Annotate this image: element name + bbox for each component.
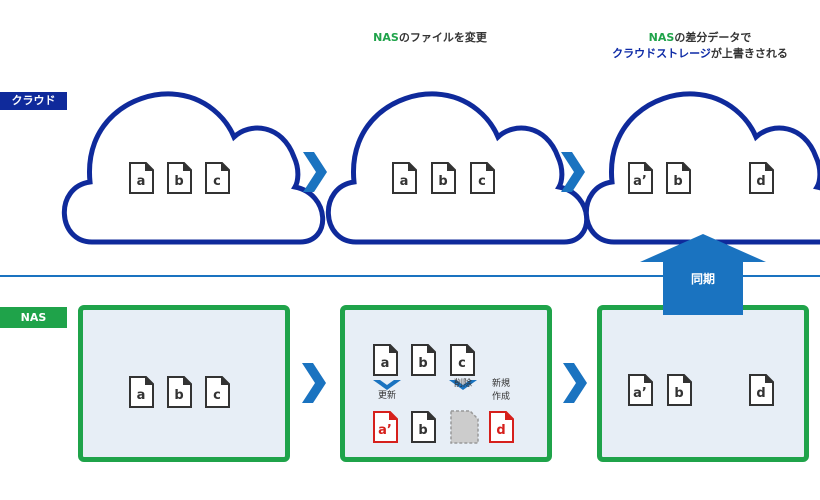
file-label: c <box>213 174 221 189</box>
file-icon: a’ <box>627 374 653 406</box>
file-label: a’ <box>633 174 647 189</box>
caption-step2: NASのファイルを変更 <box>373 31 487 44</box>
file-icon: a’ <box>372 411 398 443</box>
file-label: a <box>136 388 146 403</box>
sync-arrow-icon <box>640 234 766 315</box>
file-icon: c <box>449 344 475 376</box>
file-label: b <box>174 388 184 403</box>
file-label: c <box>213 388 221 403</box>
op-create-label: 新規作成 <box>491 379 510 402</box>
op-delete-label: 削除 <box>453 379 472 389</box>
sync-label: 同期 <box>690 272 715 286</box>
file-label: b <box>673 174 683 189</box>
file-icon: d <box>488 411 514 443</box>
divider-line <box>0 275 820 277</box>
chevron-down-icon <box>449 380 477 390</box>
file-icon: b <box>666 374 692 406</box>
clouds-layer <box>0 0 820 260</box>
file-icon: b <box>166 376 192 408</box>
deleted-file-icon <box>450 410 479 444</box>
file-icon: b <box>430 162 456 194</box>
chevron-right-icon <box>563 363 587 403</box>
file-label: c <box>478 174 486 189</box>
file-label: a <box>399 174 409 189</box>
file-icon: a <box>391 162 417 194</box>
file-icon: c <box>204 162 230 194</box>
cloud-row-label: クラウド <box>0 92 67 110</box>
file-label: c <box>458 356 466 371</box>
file-label: d <box>756 174 766 189</box>
file-icon: c <box>469 162 495 194</box>
file-icon: d <box>748 374 774 406</box>
file-icon: a <box>128 376 154 408</box>
file-label: b <box>418 423 428 438</box>
chevron-right-icon <box>561 152 585 192</box>
file-icon: d <box>748 162 774 194</box>
file-label: a’ <box>633 386 647 401</box>
file-label: b <box>174 174 184 189</box>
file-label: b <box>438 174 448 189</box>
file-icon: b <box>410 344 436 376</box>
file-icon: c <box>204 376 230 408</box>
file-label: a’ <box>378 423 392 438</box>
file-label: d <box>496 423 506 438</box>
caption-step3: NASの差分データで クラウドストレージが上書きされる <box>612 31 788 60</box>
file-icon: b <box>410 411 436 443</box>
chevron-right-icon <box>302 363 326 403</box>
file-label: b <box>674 386 684 401</box>
file-label: a <box>136 174 146 189</box>
file-icon: a <box>372 344 398 376</box>
file-label: d <box>756 386 766 401</box>
file-label: b <box>418 356 428 371</box>
chevron-down-icon <box>373 380 401 390</box>
chevron-right-icon <box>303 152 327 192</box>
op-update-label: 更新 <box>377 391 396 401</box>
nas-row-label: NAS <box>0 307 67 328</box>
file-icon: b <box>665 162 691 194</box>
file-icon: a’ <box>627 162 653 194</box>
file-label: a <box>380 356 390 371</box>
file-icon: a <box>128 162 154 194</box>
file-icon: b <box>166 162 192 194</box>
